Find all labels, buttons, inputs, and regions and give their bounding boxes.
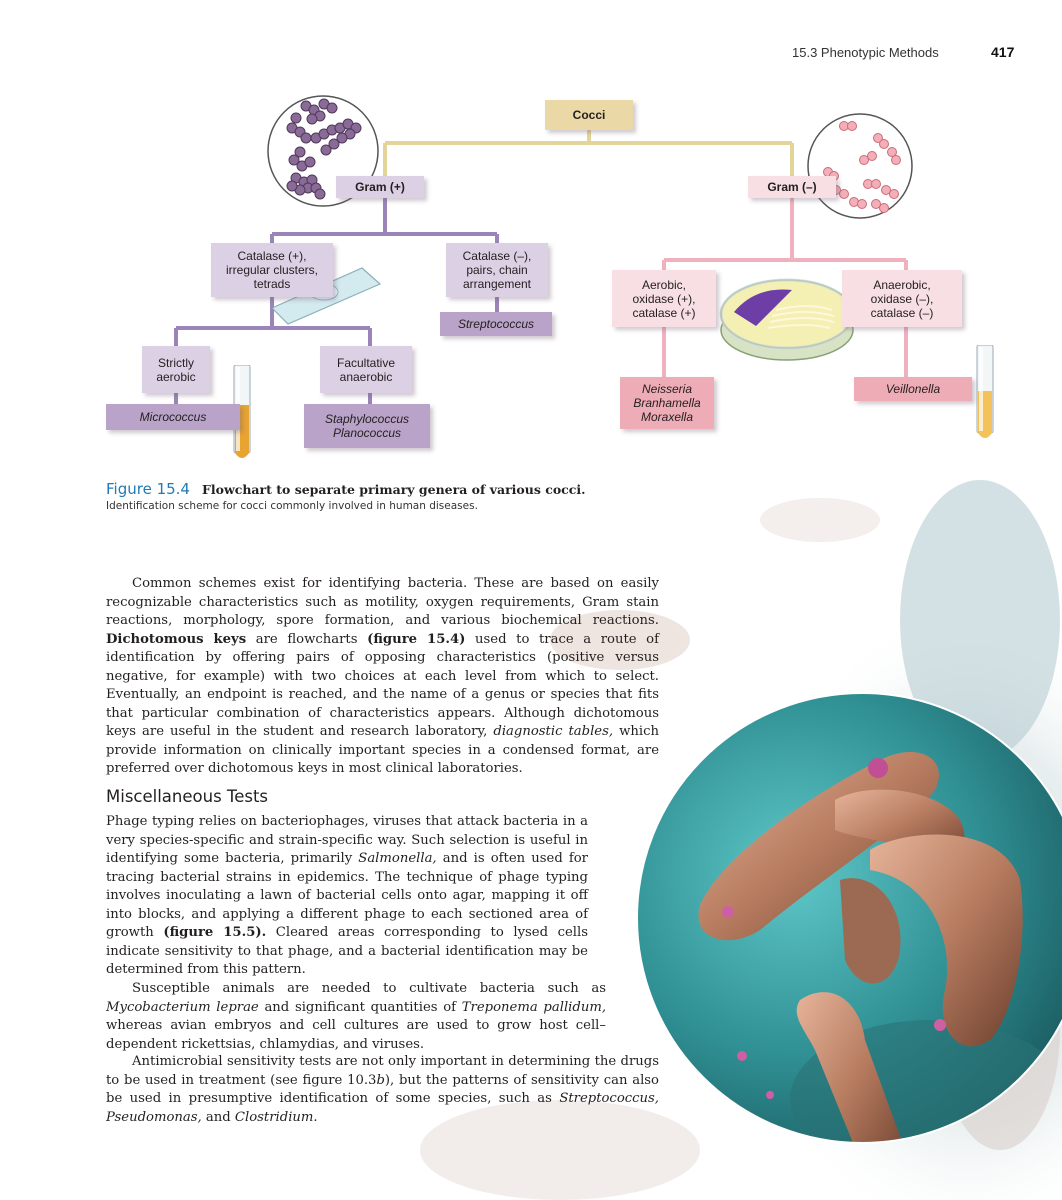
figure-label: Figure 15.4 [106, 480, 190, 498]
antimicrobial-paragraph: Antimicrobial sensitivity tests are not … [106, 1054, 659, 1125]
node-micrococcus: Micrococcus [106, 404, 240, 430]
node-staphylococcus: Staphylococcus Planococcus [304, 404, 430, 448]
figure-title: Flowchart to separate primary genera of … [202, 482, 586, 497]
test-tube-right-icon [976, 345, 994, 438]
figure-subtitle: Identification scheme for cocci commonly… [106, 500, 478, 512]
section-heading: Miscellaneous Tests [106, 787, 269, 806]
running-header-section: 15.3 Phenotypic Methods [792, 45, 939, 60]
node-veillonella: Veillonella [854, 377, 972, 401]
node-cocci: Cocci [545, 100, 633, 130]
node-anaerobic-oxidase-negative: Anaerobic, oxidase (–), catalase (–) [842, 270, 962, 327]
gram-negative-cocci-icon [807, 113, 913, 219]
phage-typing-paragraph: Phage typing relies on bacteriophages, v… [106, 814, 588, 977]
page-number: 417 [991, 44, 1015, 60]
node-aerobic-oxidase-positive: Aerobic, oxidase (+), catalase (+) [612, 270, 716, 327]
node-facultative-anaerobic: Facultative anaerobic [320, 346, 412, 393]
node-catalase-positive: Catalase (+), irregular clusters, tetrad… [211, 243, 333, 297]
node-strictly-aerobic: Strictly aerobic [142, 346, 210, 393]
animals-paragraph: Susceptible animals are needed to cultiv… [106, 981, 607, 1052]
node-catalase-negative: Catalase (–), pairs, chain arrangement [446, 243, 548, 297]
flowchart-connectors [174, 130, 908, 404]
node-gram-positive: Gram (+) [336, 176, 424, 198]
petri-dish-icon [719, 278, 855, 361]
intro-paragraph: Common schemes exist for identifying bac… [106, 576, 659, 776]
node-gram-negative: Gram (–) [748, 176, 836, 198]
node-neisseria: Neisseria Branhamella Moraxella [620, 377, 714, 429]
node-streptococcus: Streptococcus [440, 312, 552, 336]
